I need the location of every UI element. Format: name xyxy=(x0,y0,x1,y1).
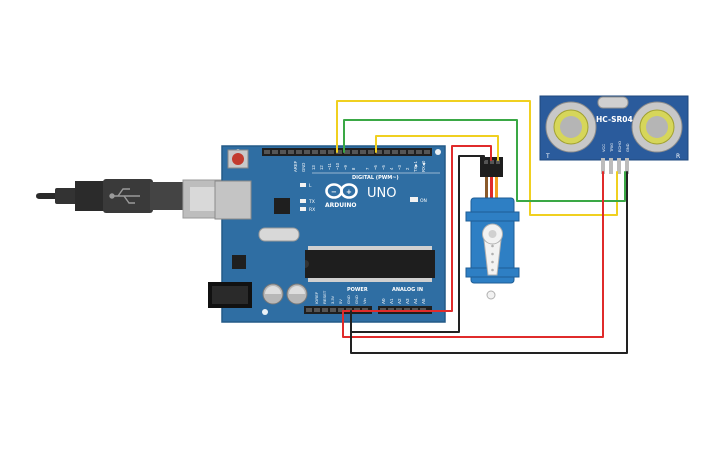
sensor-corner-r: R xyxy=(676,153,680,160)
pin-label: 8 xyxy=(351,167,356,170)
pin-label: A5 xyxy=(421,298,426,304)
pin-label: A4 xyxy=(413,298,418,304)
analog-header-label: ANALOG IN xyxy=(392,287,423,293)
pin-label: A1 xyxy=(389,298,394,304)
pin-label: GND xyxy=(354,295,359,304)
digital-pin-labels: AREF GND 13 12 ~11 ~10 ~9 8 7 ~6 ~5 4 ~3… xyxy=(293,160,426,172)
capacitor-1 xyxy=(262,283,284,305)
sensor-crystal xyxy=(597,96,629,109)
usb-icon xyxy=(109,188,140,204)
pin-label: ~5 xyxy=(381,165,386,170)
servo-horn xyxy=(482,223,503,276)
wire-yellow-trig[interactable] xyxy=(336,100,618,216)
svg-text:+: + xyxy=(346,188,352,196)
usb-chip xyxy=(274,198,290,214)
wire-black-sensor-ground[interactable] xyxy=(350,171,628,354)
pin-label: IOREF xyxy=(314,291,319,304)
servo-connector xyxy=(480,157,503,177)
pin-label: A3 xyxy=(405,298,410,304)
pin-label: 2 xyxy=(405,167,410,170)
capacitor-2 xyxy=(286,283,308,305)
pin-label: 13 xyxy=(311,165,316,170)
pin-label: GND xyxy=(626,143,630,152)
svg-text:−: − xyxy=(331,188,337,196)
pin-label: RESET xyxy=(322,290,327,304)
uno-model-text: UNO xyxy=(367,186,396,201)
pin-label: 5V xyxy=(338,299,343,304)
pin-label: RX◀0 xyxy=(421,160,426,172)
voltage-regulator xyxy=(232,255,246,269)
pin-label: ~9 xyxy=(343,165,348,170)
arduino-logo: − + ARDUINO xyxy=(325,183,358,209)
wire-yellow-servo-signal[interactable] xyxy=(375,135,499,161)
pin-label: VCC xyxy=(602,144,606,152)
sensor-pin-labels: VCC TRIG ECHO GND xyxy=(602,141,630,152)
pin-label: 3.3V xyxy=(330,295,335,304)
led-label-tx: TX xyxy=(308,199,315,205)
transducer-right xyxy=(631,101,683,153)
usb-cable xyxy=(36,179,224,219)
power-jack xyxy=(208,282,252,308)
sensor-pins xyxy=(601,158,629,174)
transducer-left xyxy=(545,101,597,153)
hc-sr04-sensor[interactable]: HC-SR04 T R VCC TRIG ECHO GND xyxy=(539,95,689,174)
pin-label: Vin xyxy=(362,298,367,304)
reset-button[interactable] xyxy=(227,149,249,169)
pin-label: GND xyxy=(346,295,351,304)
pin-label: ~10 xyxy=(335,162,340,170)
pin-label: ~6 xyxy=(373,165,378,170)
pin-label: ~11 xyxy=(327,163,332,170)
power-pin-labels: IOREF RESET 3.3V 5V GND GND Vin xyxy=(314,290,367,304)
led-label-l: L xyxy=(309,183,312,189)
sensor-corner-t: T xyxy=(545,153,550,160)
wire-red-servo-power[interactable] xyxy=(342,145,492,312)
servo-motor[interactable] xyxy=(465,157,520,300)
infinity-icon xyxy=(325,183,358,199)
pin-label: A0 xyxy=(381,298,386,304)
wire-red-sensor-vcc[interactable] xyxy=(342,171,604,338)
power-header-label: POWER xyxy=(347,287,368,293)
pin-label: TRIG xyxy=(610,143,614,152)
wire-black-servo-ground[interactable] xyxy=(350,155,485,333)
sensor-model-text: HC-SR04 xyxy=(596,115,633,124)
pin-label: 4 xyxy=(389,167,394,170)
pin-label: ECHO xyxy=(618,141,622,152)
pin-label: 7 xyxy=(365,167,370,170)
pin-label: AREF xyxy=(293,160,298,172)
analog-pin-labels: A0 A1 A2 A3 A4 A5 xyxy=(381,298,426,304)
crystal-oscillator xyxy=(258,227,300,242)
pin-label: A2 xyxy=(397,298,402,304)
pin-label: TX▶1 xyxy=(413,160,418,172)
digital-header-label: DIGITAL (PWM~) xyxy=(352,175,399,181)
digital-header xyxy=(262,148,432,156)
on-led-label: ON xyxy=(420,198,427,204)
usb-jack xyxy=(214,180,252,220)
atmega-chip xyxy=(305,246,435,282)
pin-label: 12 xyxy=(319,165,324,170)
arduino-uno-board[interactable]: L TX RX ON − + ARDUINO UNO xyxy=(208,145,446,323)
led-label-rx: RX xyxy=(309,207,315,213)
wire-green-echo[interactable] xyxy=(343,119,626,202)
arduino-brand-text: ARDUINO xyxy=(325,202,356,209)
pin-label: ~3 xyxy=(397,165,402,170)
pin-label: GND xyxy=(301,163,306,172)
